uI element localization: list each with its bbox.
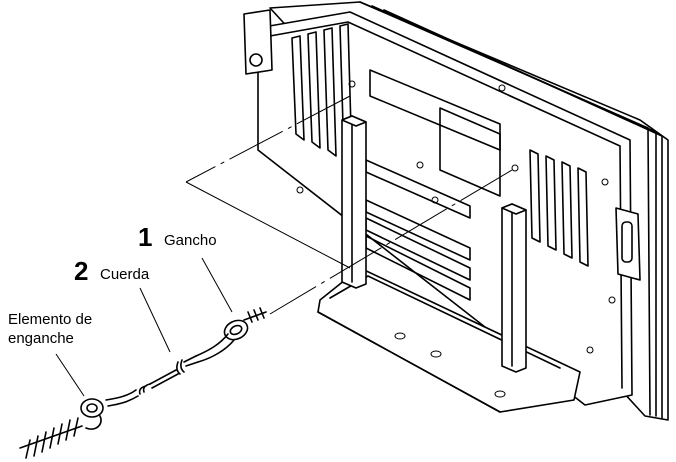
callout-gancho: 1 Gancho — [138, 222, 217, 252]
guide-lines — [185, 95, 513, 315]
cord — [105, 333, 235, 407]
hook-eye-bolt — [223, 307, 267, 341]
right-vent-slots — [529, 149, 589, 267]
callout-2-number: 2 — [74, 256, 88, 286]
anchoring-element — [19, 398, 104, 459]
callout-1-number: 1 — [138, 222, 152, 252]
callout-2-label: Cuerda — [100, 266, 150, 283]
tv-rear-panel — [243, 1, 669, 421]
tv-stand — [317, 115, 581, 413]
callout-cuerda: 2 Cuerda — [74, 256, 150, 286]
callout-1-label: Gancho — [164, 232, 217, 249]
leader-lines — [55, 257, 233, 397]
element-label-line1: Elemento de — [8, 311, 92, 328]
callout-elemento-enganche: Elemento de enganche — [8, 311, 92, 347]
screw-holes — [296, 80, 616, 354]
element-label-line2: enganche — [8, 330, 74, 347]
